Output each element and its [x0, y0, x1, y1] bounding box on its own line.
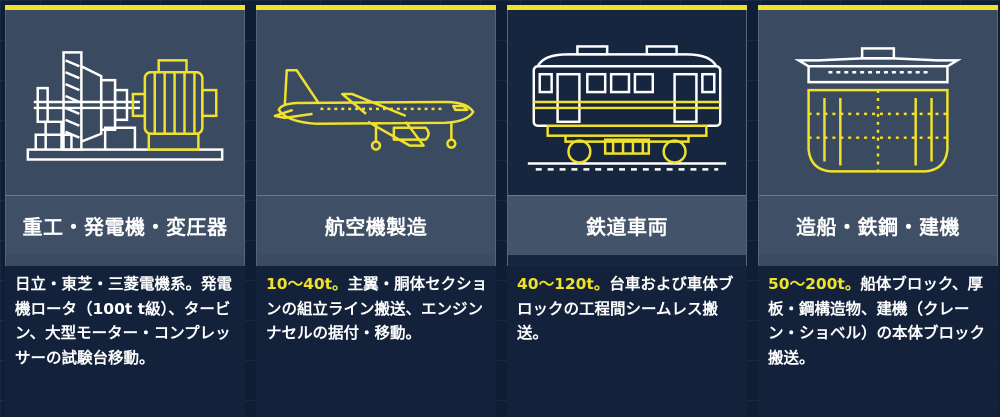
card-description-text: 日立・東芝・三菱電機系。発電機ロータ（100t t級）、タービン、大型モーター・…	[15, 275, 233, 367]
airplane-icon	[257, 10, 495, 190]
ship-hull-block-icon	[759, 10, 997, 190]
card-title: 鉄道車両	[508, 195, 746, 255]
card-description: 50〜200t。船体ブロック、厚板・鋼構造物、建機（クレーン・ショベル）の本体ブ…	[768, 272, 990, 370]
train-car-icon	[508, 10, 746, 190]
card-title: 造船・鉄鋼・建機	[759, 195, 997, 255]
card-description-text: 船体ブロック、厚板・鋼構造物、建機（クレーン・ショベル）の本体ブロック搬送。	[768, 275, 986, 367]
card-description: 10〜40t。主翼・胴体セクションの組立ライン搬送、エンジンナセルの据付・移動。	[266, 272, 488, 346]
card-upper-panel: 造船・鉄鋼・建機	[758, 10, 998, 266]
card-railway: 鉄道車両 40〜120t。台車および車体ブロックの工程間シームレス搬送。	[507, 5, 747, 417]
generator-turbine-icon	[6, 10, 244, 190]
card-highlight: 10〜40t。	[266, 275, 348, 293]
card-description: 日立・東芝・三菱電機系。発電機ロータ（100t t級）、タービン、大型モーター・…	[15, 272, 237, 370]
card-highlight: 40〜120t。	[517, 275, 610, 293]
card-upper-panel: 鉄道車両	[507, 10, 747, 266]
card-heavy-industry: 重工・発電機・変圧器 日立・東芝・三菱電機系。発電機ロータ（100t t級）、タ…	[5, 5, 245, 417]
card-description: 40〜120t。台車および車体ブロックの工程間シームレス搬送。	[517, 272, 739, 346]
card-description-text: 台車および車体ブロックの工程間シームレス搬送。	[517, 275, 734, 342]
card-title: 航空機製造	[257, 195, 495, 255]
card-upper-panel: 航空機製造	[256, 10, 496, 266]
card-highlight: 50〜200t。	[768, 275, 861, 293]
card-shipbuilding: 造船・鉄鋼・建機 50〜200t。船体ブロック、厚板・鋼構造物、建機（クレーン・…	[758, 5, 998, 417]
card-description-text: 主翼・胴体セクションの組立ライン搬送、エンジンナセルの据付・移動。	[266, 275, 488, 342]
card-aircraft: 航空機製造 10〜40t。主翼・胴体セクションの組立ライン搬送、エンジンナセルの…	[256, 5, 496, 417]
card-title: 重工・発電機・変圧器	[6, 195, 244, 255]
card-upper-panel: 重工・発電機・変圧器	[5, 10, 245, 266]
